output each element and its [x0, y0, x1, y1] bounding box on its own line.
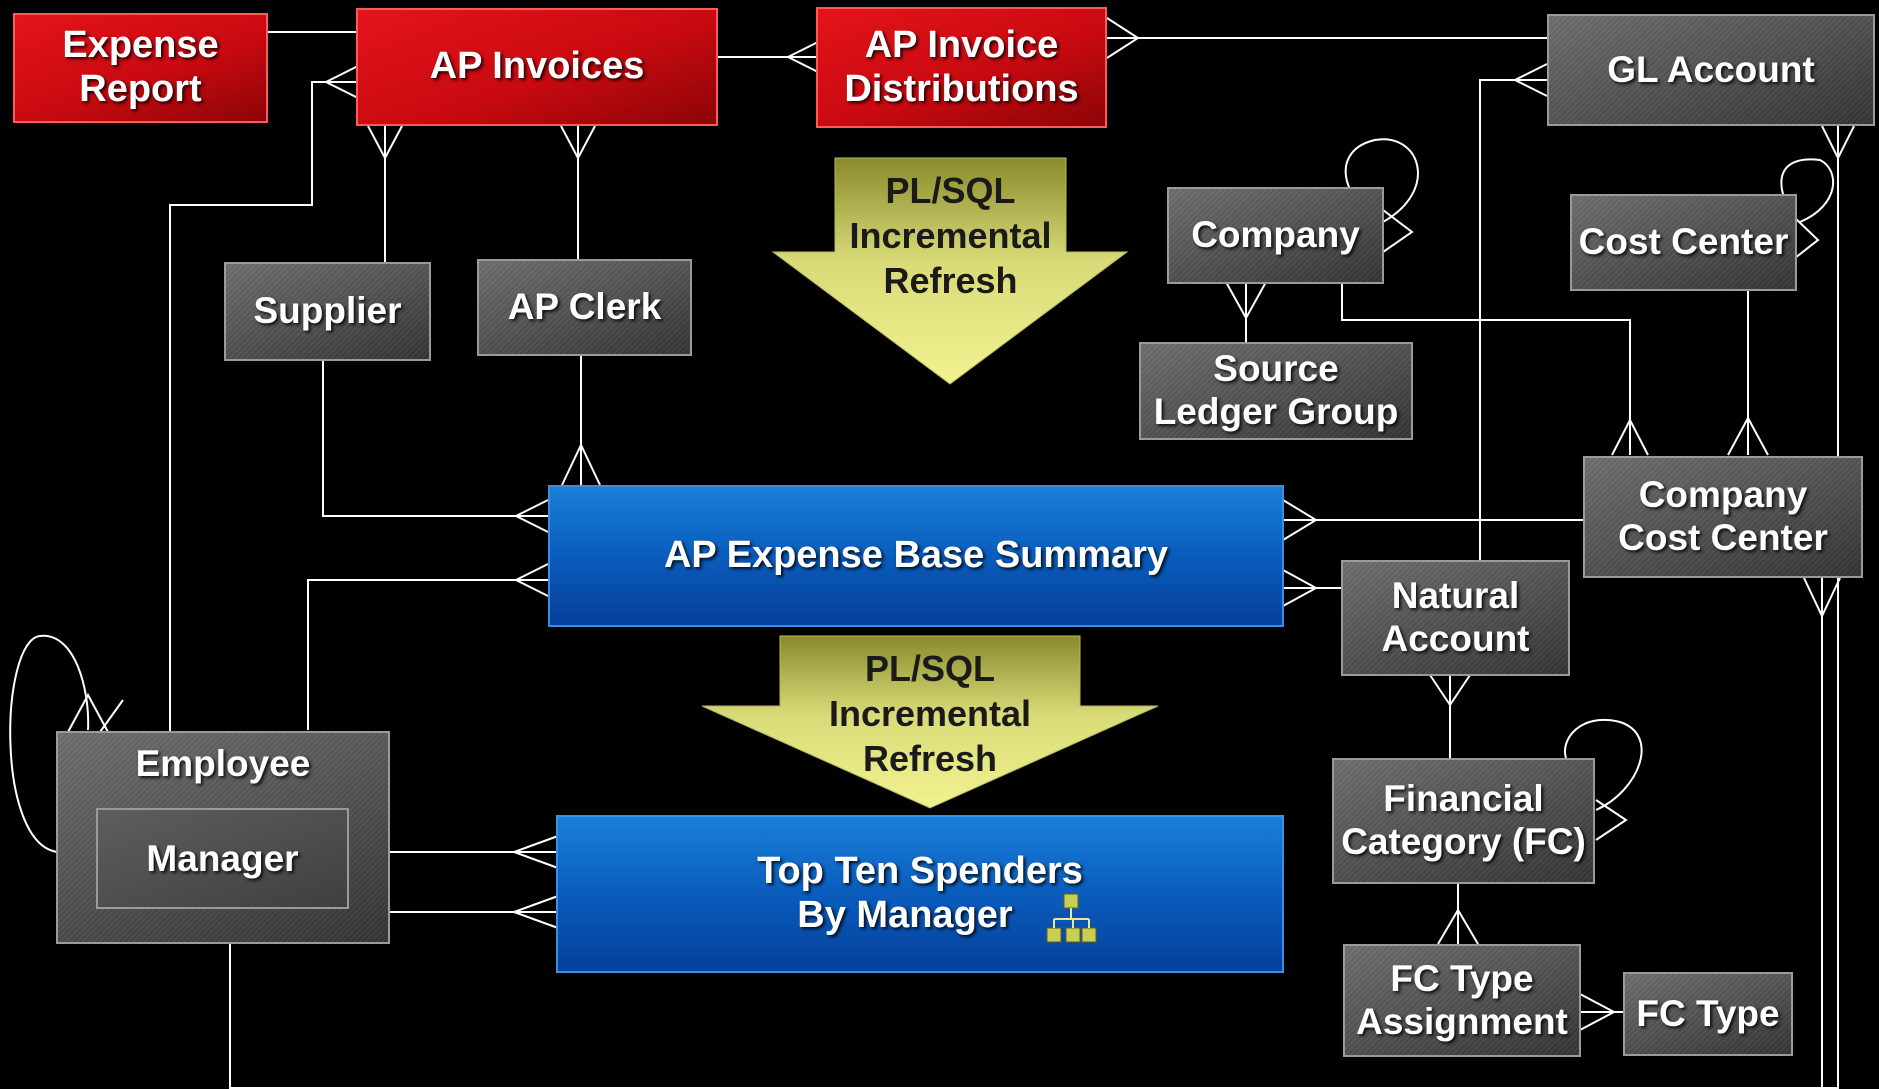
entity-ap-clerk[interactable]: AP Clerk [477, 259, 692, 356]
lower-refresh-line-2: Incremental [828, 693, 1032, 734]
lower-refresh-label: PL/SQL Incremental Refresh [780, 646, 1080, 781]
entity-company-cost-center[interactable]: Company Cost Center [1583, 456, 1863, 578]
entity-label-line: Manager [146, 837, 299, 879]
entity-label-line: GL Account [1607, 48, 1815, 90]
entity-financial-category[interactable]: Financial Category (FC) [1332, 758, 1595, 884]
entity-natural-account[interactable]: Natural Account [1341, 560, 1570, 676]
entity-top-ten-spenders[interactable]: Top Ten Spenders By Manager [556, 815, 1284, 973]
entity-label-line: Report [79, 68, 202, 110]
entity-label-line: Account [1381, 618, 1530, 659]
entity-label-line: Cost Center [1618, 517, 1828, 558]
upper-refresh-arrow [771, 157, 1129, 385]
upper-refresh-line-3: Refresh [883, 260, 1018, 301]
entity-label-line: By Manager [797, 894, 1013, 936]
entity-expense-report[interactable]: Expense Report [13, 13, 268, 123]
lower-refresh-line-1: PL/SQL [864, 648, 995, 689]
entity-fc-type[interactable]: FC Type [1623, 972, 1793, 1056]
entity-label-line: Company [1191, 214, 1360, 256]
upper-refresh-line-1: PL/SQL [885, 170, 1016, 211]
entity-label-line: AP Clerk [507, 286, 662, 328]
entity-gl-account[interactable]: GL Account [1547, 14, 1875, 126]
entity-label-line: AP Invoices [429, 45, 645, 88]
entity-supplier[interactable]: Supplier [224, 262, 431, 361]
entity-label-line: Financial [1383, 778, 1544, 820]
entity-source-ledger-group[interactable]: Source Ledger Group [1139, 342, 1413, 440]
entity-label-line: Expense [62, 24, 219, 67]
upper-refresh-label: PL/SQL Incremental Refresh [835, 168, 1066, 303]
entity-label-line: Supplier [253, 290, 402, 332]
entity-label-line: Ledger Group [1153, 391, 1399, 432]
entity-label-line: Employee [135, 743, 311, 784]
lower-refresh-line-3: Refresh [862, 738, 998, 779]
entity-label-line: Cost Center [1578, 221, 1789, 263]
entity-label-line: AP Invoice [864, 23, 1059, 66]
entity-label-line: Top Ten Spenders [757, 850, 1083, 893]
entity-label-line: FC Type [1390, 957, 1534, 999]
entity-label-line: Source [1213, 348, 1339, 390]
lower-refresh-arrow [701, 635, 1159, 809]
entity-label-line: AP Expense Base Summary [663, 534, 1169, 577]
entity-cost-center[interactable]: Cost Center [1570, 194, 1797, 291]
hierarchy-icon [1046, 893, 1097, 943]
upper-refresh-line-2: Incremental [849, 215, 1052, 256]
entity-ap-expense-base-summary[interactable]: AP Expense Base Summary [548, 485, 1284, 627]
entity-ap-invoices[interactable]: AP Invoices [356, 8, 718, 126]
entity-ap-invoice-distributions[interactable]: AP Invoice Distributions [816, 7, 1107, 128]
entity-label-line: Company [1638, 474, 1808, 516]
entity-label-line: Natural [1391, 575, 1520, 617]
entity-label-line: FC Type [1636, 992, 1780, 1034]
entity-fc-type-assignment[interactable]: FC Type Assignment [1343, 944, 1581, 1057]
entity-company[interactable]: Company [1167, 187, 1384, 284]
entity-label-line: Assignment [1356, 1000, 1568, 1042]
entity-manager[interactable]: Manager [96, 808, 349, 909]
entity-label-line: Category (FC) [1341, 821, 1586, 862]
entity-label-line: Distributions [844, 67, 1079, 110]
